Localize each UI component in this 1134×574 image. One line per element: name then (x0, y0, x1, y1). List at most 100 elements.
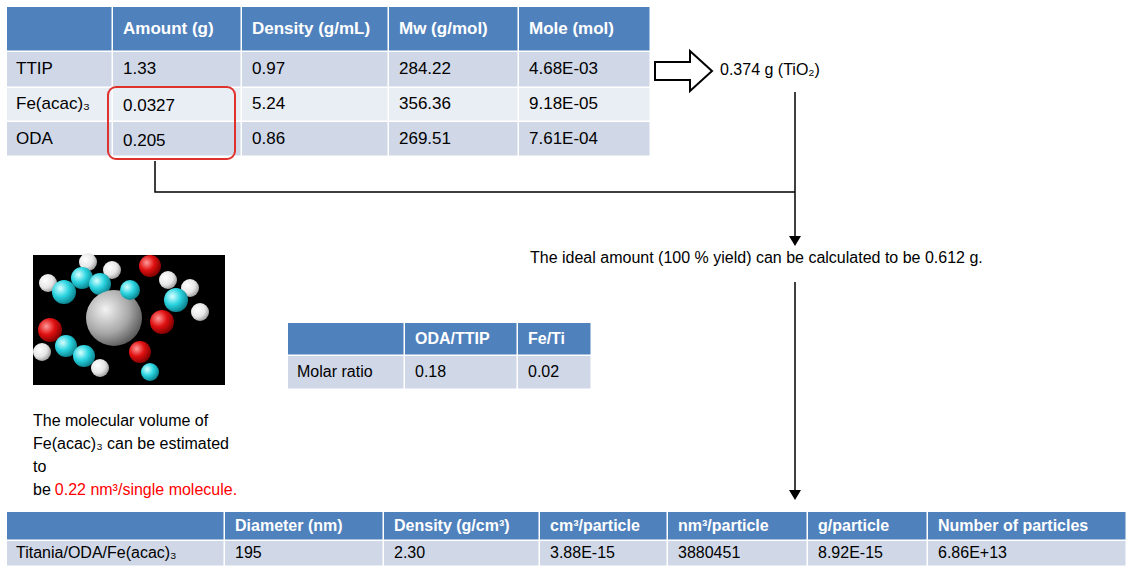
table-cell-box: 3.88E-15 (540, 541, 667, 566)
table-value: 8.92E-15 (818, 544, 883, 562)
table-cell (405, 323, 517, 355)
table-cell (518, 323, 591, 355)
atom (191, 303, 209, 321)
table-cell (668, 512, 807, 540)
table-cell-box: 7.61E-04 (519, 122, 650, 156)
table-cell (7, 7, 112, 51)
table-value: Fe(acac)₃ (16, 94, 90, 114)
table-cell (288, 323, 404, 355)
table-cell-box: nm³/particle (668, 512, 807, 540)
table-header: nm³/particle (678, 517, 769, 535)
table-value: Molar ratio (297, 363, 373, 381)
atom (73, 345, 95, 367)
table-value: 0.86 (252, 129, 285, 149)
arrow-head (789, 236, 801, 246)
table-cell-box: 0.18 (405, 356, 517, 389)
table-cell-box: 8.92E-15 (808, 541, 927, 566)
table-cell-box: 4.68E-03 (519, 52, 650, 87)
table-cell (389, 7, 518, 51)
table-cell (242, 52, 388, 87)
table-cell-box: TTIP (7, 52, 112, 87)
table-cell-box: 1.33 (113, 52, 241, 87)
atom (141, 363, 159, 381)
table-cell (7, 512, 224, 540)
table-cell (288, 356, 404, 389)
table-cell-box: 0.02 (518, 356, 591, 389)
atom (120, 280, 140, 300)
note-box: The ideal amount (100 % yield) can be ca… (530, 249, 983, 267)
table-value: 195 (235, 544, 262, 562)
table-cell (540, 541, 667, 566)
table-cell-box: 0.86 (242, 122, 388, 156)
table-cell (928, 512, 1126, 540)
table-cell (242, 122, 388, 156)
table-value: 3.88E-15 (550, 544, 615, 562)
table-value: 356.36 (399, 94, 451, 114)
table-header: Fe/Ti (528, 330, 565, 348)
table-header: Mole (mol) (529, 19, 614, 39)
table-header: Diameter (nm) (235, 517, 343, 535)
flow-line (794, 282, 796, 492)
table-cell-box: 284.22 (389, 52, 518, 87)
table-header: g/particle (818, 517, 889, 535)
table-cell-box: g/particle (808, 512, 927, 540)
atom (164, 288, 188, 312)
table-cell (389, 52, 518, 87)
table-cell-box: ODA/TTIP (405, 323, 517, 355)
caption-box: The molecular volume of Fe(acac)₃ can be… (33, 409, 245, 501)
table-cell (7, 52, 112, 87)
table-cell (113, 7, 241, 51)
table-header: Mw (g/mol) (399, 19, 488, 39)
table-cell-box: 2.30 (384, 541, 539, 566)
table-value: 0.97 (252, 59, 285, 79)
atom (129, 341, 151, 363)
table-cell (405, 356, 517, 389)
table-cell-box: Mole (mol) (519, 7, 650, 51)
block-arrow (655, 51, 712, 91)
table-value: 3880451 (678, 544, 740, 562)
table-cell (7, 122, 112, 156)
table-cell-box: 195 (225, 541, 383, 566)
table-cell-box: 9.18E-05 (519, 88, 650, 121)
atom (91, 359, 109, 377)
table-cell (384, 512, 539, 540)
table-header: Number of particles (938, 517, 1088, 535)
atom (33, 343, 51, 361)
table-cell-box: Fe/Ti (518, 323, 591, 355)
table-cell-box: Density (g/cm³) (384, 512, 539, 540)
table-value: 0.205 (123, 123, 234, 158)
table-cell-box: 356.36 (389, 88, 518, 121)
table-value: 2.30 (394, 544, 425, 562)
table-cell (519, 122, 650, 156)
table-cell-box: Fe(acac)₃ (7, 88, 112, 121)
table-value: 0.18 (415, 363, 446, 381)
table-cell (519, 52, 650, 87)
table-cell (7, 88, 112, 121)
table-cell-box: Titania/ODA/Fe(acac)₃ (7, 541, 224, 566)
table-cell (225, 541, 383, 566)
atom (52, 280, 76, 304)
table-cell (242, 7, 388, 51)
table-value: Titania/ODA/Fe(acac)₃ (16, 544, 177, 562)
table-value: 0.0327 (123, 88, 234, 123)
table-header: Density (g/cm³) (394, 517, 510, 535)
table-cell-box: Amount (g) (113, 7, 241, 51)
table-cell (808, 512, 927, 540)
atom (159, 271, 177, 289)
table-cell-box: ODA (7, 122, 112, 156)
note-box: 0.374 g (TiO₂) (720, 61, 820, 79)
table-cell (519, 7, 650, 51)
flow-line (794, 92, 796, 238)
table-value: 0.02 (528, 363, 559, 381)
table-cell-box: cm³/particle (540, 512, 667, 540)
molecule-image (33, 253, 225, 385)
table-cell (668, 541, 807, 566)
table-header: ODA/TTIP (415, 330, 490, 348)
table-header: Amount (g) (123, 19, 214, 39)
table-value: 7.61E-04 (529, 129, 598, 149)
table-cell-box: Density (g/mL) (242, 7, 388, 51)
table-value: 269.51 (399, 129, 451, 149)
note-text: 0.374 g (TiO₂) (720, 61, 820, 78)
table-cell-box: Molar ratio (288, 356, 404, 389)
table-value: 9.18E-05 (529, 94, 598, 114)
